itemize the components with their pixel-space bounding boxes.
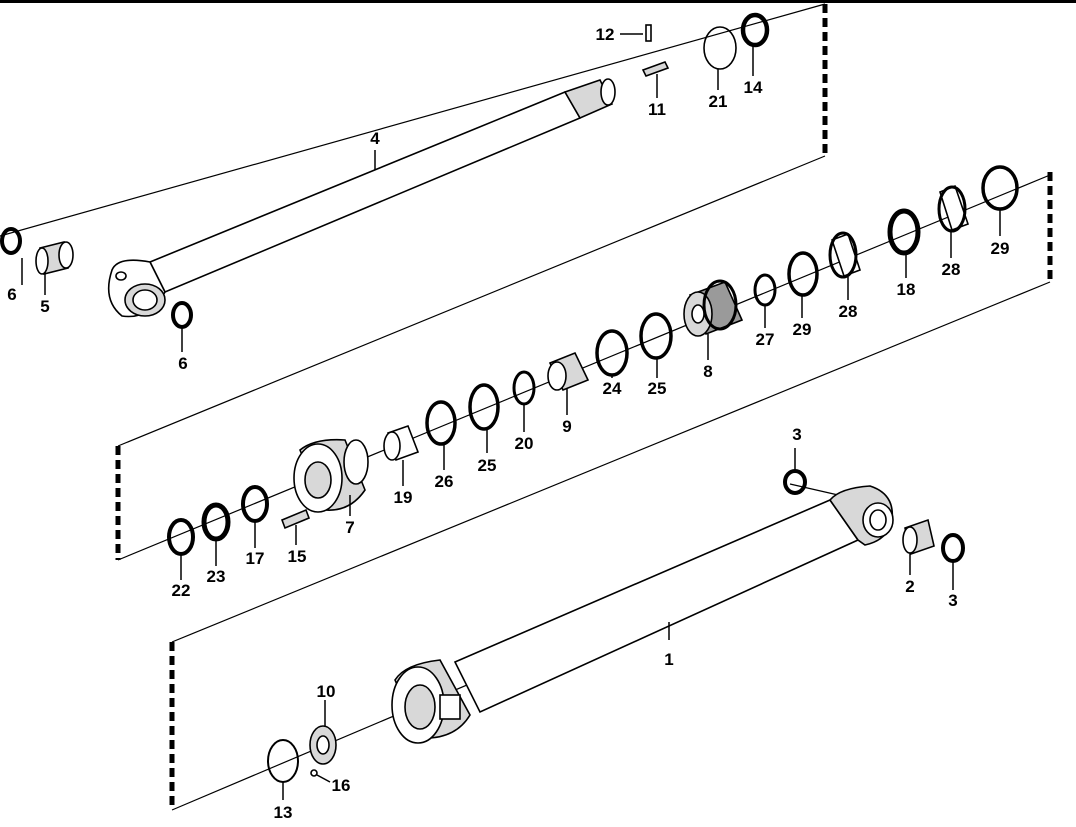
callout-11: 11 <box>648 100 666 119</box>
fitting-part-16 <box>310 769 318 777</box>
piston-rod-section <box>0 3 828 447</box>
callout-17: 17 <box>246 549 265 568</box>
bushing-part-19 <box>383 424 420 462</box>
callout-8: 8 <box>703 362 712 381</box>
callout-29-right: 29 <box>991 239 1010 258</box>
rod-eye <box>107 259 166 318</box>
piston-head-section <box>115 165 1053 643</box>
tube-eye <box>828 485 894 546</box>
piston-part-8 <box>683 279 744 337</box>
ring-part-25-right <box>639 312 673 360</box>
callout-14: 14 <box>744 78 763 97</box>
ring-part-3-top <box>783 469 807 495</box>
callout-10: 10 <box>317 682 336 701</box>
ring-part-24 <box>595 329 629 377</box>
callout-23: 23 <box>207 567 226 586</box>
callout-9: 9 <box>562 417 571 436</box>
pin-part-12 <box>645 24 652 42</box>
band-part-28-left <box>828 231 862 279</box>
ring-part-18 <box>887 208 921 256</box>
callout-12: 12 <box>596 25 615 44</box>
ring-part-20 <box>512 370 536 406</box>
callout-24: 24 <box>603 379 622 398</box>
callout-28-left: 28 <box>839 302 858 321</box>
callout-4: 4 <box>370 129 380 148</box>
callout-28-right: 28 <box>942 260 961 279</box>
cylinder-head-part-7 <box>293 438 369 513</box>
callout-29-left: 29 <box>793 320 812 339</box>
ring-part-25-left <box>468 383 500 431</box>
callout-19: 19 <box>394 488 413 507</box>
ring-part-6-left <box>0 227 22 255</box>
washer-part-13 <box>267 739 299 783</box>
top-border <box>0 0 1076 3</box>
ring-part-26 <box>425 400 457 446</box>
callout-5: 5 <box>40 297 49 316</box>
leader-lines <box>21 33 1001 800</box>
screw-part-11 <box>641 61 670 77</box>
seal-part-10 <box>309 725 337 765</box>
bushing-part-9 <box>547 351 590 392</box>
ring-part-29-right <box>981 165 1019 211</box>
callout-25-right: 25 <box>648 379 667 398</box>
washer-part-21 <box>703 26 737 70</box>
callout-6-right: 6 <box>178 354 187 373</box>
bushing-part-2 <box>902 518 935 556</box>
ring-part-29-left <box>787 251 819 297</box>
callout-27: 27 <box>756 330 775 349</box>
callout-1: 1 <box>664 650 673 669</box>
bolt-part-15 <box>280 508 311 530</box>
callout-21: 21 <box>709 92 728 111</box>
callout-labels: 1 2 3 3 4 5 6 6 7 8 9 10 11 12 13 14 15 … <box>7 25 1009 822</box>
callout-3-right: 3 <box>948 591 957 610</box>
callout-2: 2 <box>905 577 914 596</box>
ring-part-3-right <box>941 533 965 563</box>
callout-25-left: 25 <box>478 456 497 475</box>
callout-18: 18 <box>897 280 916 299</box>
band-part-28-right <box>937 184 970 233</box>
tube-flange <box>391 659 471 744</box>
callout-7: 7 <box>345 518 354 537</box>
callout-22: 22 <box>172 581 191 600</box>
ring-part-6-right <box>171 301 193 329</box>
callout-13: 13 <box>274 803 293 822</box>
bushing-part-5 <box>35 241 74 275</box>
ring-part-14 <box>740 12 770 48</box>
callout-20: 20 <box>515 434 534 453</box>
cylinder-tube-section <box>169 469 965 811</box>
callout-26: 26 <box>435 472 454 491</box>
callout-6-left: 6 <box>7 285 16 304</box>
callout-3-top: 3 <box>792 425 801 444</box>
callout-16: 16 <box>332 776 351 795</box>
callout-15: 15 <box>288 547 307 566</box>
ring-part-23 <box>201 502 231 542</box>
